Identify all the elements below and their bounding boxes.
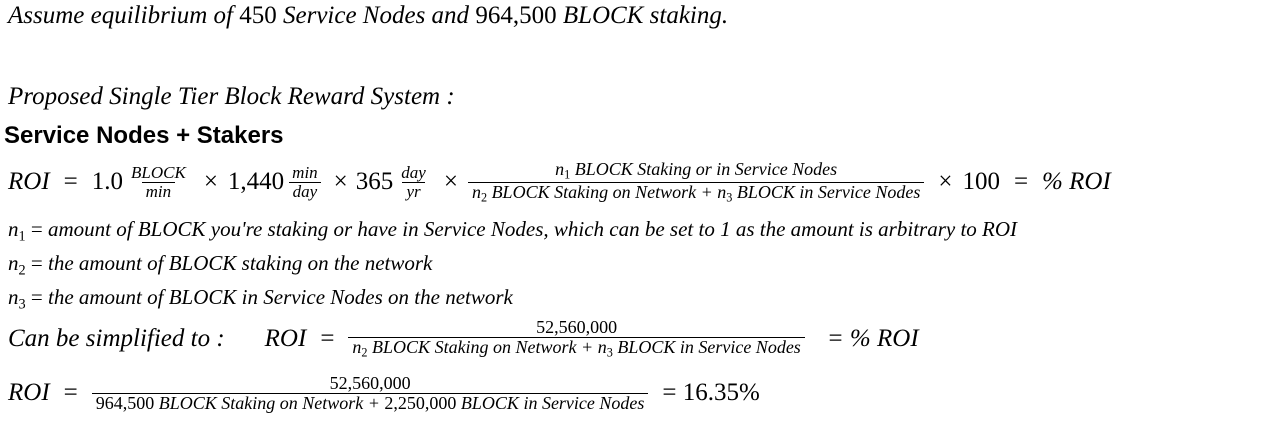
sub-2: 2 — [480, 190, 488, 205]
formula2-lhs: ROI — [264, 325, 307, 352]
formula1-lhs: ROI — [8, 168, 50, 195]
formula3-numerator: 52,560,000 — [329, 372, 411, 393]
formula1-result: % ROI — [1042, 168, 1111, 195]
definition-n3: n3 = the amount of BLOCK in Service Node… — [8, 285, 513, 313]
assumption-prefix: Assume equilibrium of — [8, 2, 240, 29]
formula1-multiplier: 100 — [962, 168, 1000, 195]
def-text: amount of BLOCK you're staking or have i… — [47, 217, 1018, 241]
assumption-text: Assume equilibrium of 450 Service Nodes … — [8, 2, 728, 30]
times-2: × — [333, 168, 348, 195]
minutes-unit-num: min — [292, 162, 318, 182]
assumption-mid: Service Nodes and — [276, 2, 476, 29]
var-n2: n — [471, 181, 481, 202]
formula1-rate-unit: BLOCK min — [127, 162, 190, 201]
formula2-equals: = — [320, 325, 335, 352]
den-text1: BLOCK Staking on Network + — [154, 392, 385, 413]
formula2-result: = % ROI — [826, 325, 919, 352]
formula1-share-fraction: n1 BLOCK Staking or in Service Nodes n2 … — [467, 160, 925, 205]
def-sub: 3 — [18, 296, 26, 313]
formula1-days-unit: day yr — [397, 162, 430, 201]
def-sub: 2 — [18, 262, 26, 279]
sub-3: 3 — [726, 190, 733, 205]
times-3: × — [443, 168, 458, 195]
formula3-result: = 16.35% — [662, 379, 760, 406]
formula2-denominator: n2 BLOCK Staking on Network + n3 BLOCK i… — [348, 337, 805, 360]
share-den-text1: BLOCK Staking on Network + — [487, 181, 718, 202]
formula1-equals: = — [63, 168, 78, 195]
section-heading: Service Nodes + Stakers — [4, 122, 284, 149]
var-n3: n — [717, 181, 727, 202]
formula3-fraction: 52,560,000 964,500 BLOCK Staking on Netw… — [91, 372, 649, 413]
formula1-minutes-unit: min day — [288, 162, 322, 201]
formula1-rate-value: 1.0 — [91, 168, 124, 195]
def-var: n — [8, 217, 19, 241]
def-eq: = — [25, 251, 48, 275]
proposal-title: Proposed Single Tier Block Reward System… — [8, 83, 455, 110]
def-sub: 1 — [18, 228, 26, 245]
sub-2: 2 — [361, 345, 368, 360]
formula1-days-value: 365 — [355, 168, 394, 195]
share-numerator: n1 BLOCK Staking or in Service Nodes — [551, 160, 841, 182]
den-text1: BLOCK Staking on Network + — [367, 337, 598, 358]
rate-unit-num: BLOCK — [131, 162, 186, 182]
minutes-unit-den: day — [288, 181, 322, 201]
definition-n2: n2 = the amount of BLOCK staking on the … — [8, 251, 432, 279]
formula3-equals: = — [63, 379, 78, 406]
formula2-fraction: 52,560,000 n2 BLOCK Staking on Network +… — [348, 317, 805, 360]
formula3-denominator: 964,500 BLOCK Staking on Network + 2,250… — [91, 392, 649, 413]
den-text2: BLOCK in Service Nodes — [456, 392, 645, 413]
roi-formula-full: ROI = 1.0 BLOCK min × 1,440 min day × 36… — [8, 156, 1111, 208]
formula1-equals-2: = — [1013, 168, 1029, 195]
den-text2: BLOCK in Service Nodes — [612, 337, 801, 358]
times-1: × — [203, 168, 218, 195]
rate-unit-den: min — [141, 181, 176, 201]
def-eq: = — [25, 217, 48, 241]
formula1-minutes-value: 1,440 — [227, 168, 285, 195]
share-num-text: BLOCK Staking or in Service Nodes — [570, 158, 838, 179]
var-n3: n — [597, 337, 607, 358]
assumption-nodes-count: 450 — [239, 2, 277, 29]
assumption-suffix: BLOCK staking. — [556, 2, 729, 29]
formula2-label: Can be simplified to : — [8, 325, 225, 352]
var-n1: n — [555, 158, 565, 179]
formula2-numerator: 52,560,000 — [536, 317, 618, 338]
def-text: the amount of BLOCK staking on the netwo… — [47, 251, 433, 275]
den-nodes-value: 2,250,000 — [384, 392, 457, 413]
den-staking-value: 964,500 — [95, 392, 155, 413]
roi-formula-simplified: Can be simplified to : ROI = 52,560,000 … — [8, 314, 919, 364]
sub-3: 3 — [606, 345, 613, 360]
def-var: n — [8, 285, 19, 309]
sub-1: 1 — [564, 167, 571, 182]
def-text: the amount of BLOCK in Service Nodes on … — [47, 285, 513, 309]
formula3-lhs: ROI — [8, 379, 50, 406]
share-den-text2: BLOCK in Service Nodes — [732, 181, 921, 202]
var-n2: n — [352, 337, 362, 358]
definition-n1: n1 = amount of BLOCK you're staking or h… — [8, 217, 1017, 245]
roi-formula-computed: ROI = 52,560,000 964,500 BLOCK Staking o… — [8, 368, 760, 418]
times-4: × — [938, 168, 953, 195]
days-unit-den: yr — [402, 181, 425, 201]
def-eq: = — [25, 285, 48, 309]
days-unit-num: day — [401, 162, 426, 182]
assumption-staking-amount: 964,500 — [475, 2, 557, 29]
share-denominator: n2 BLOCK Staking on Network + n3 BLOCK i… — [467, 181, 925, 205]
def-var: n — [8, 251, 19, 275]
